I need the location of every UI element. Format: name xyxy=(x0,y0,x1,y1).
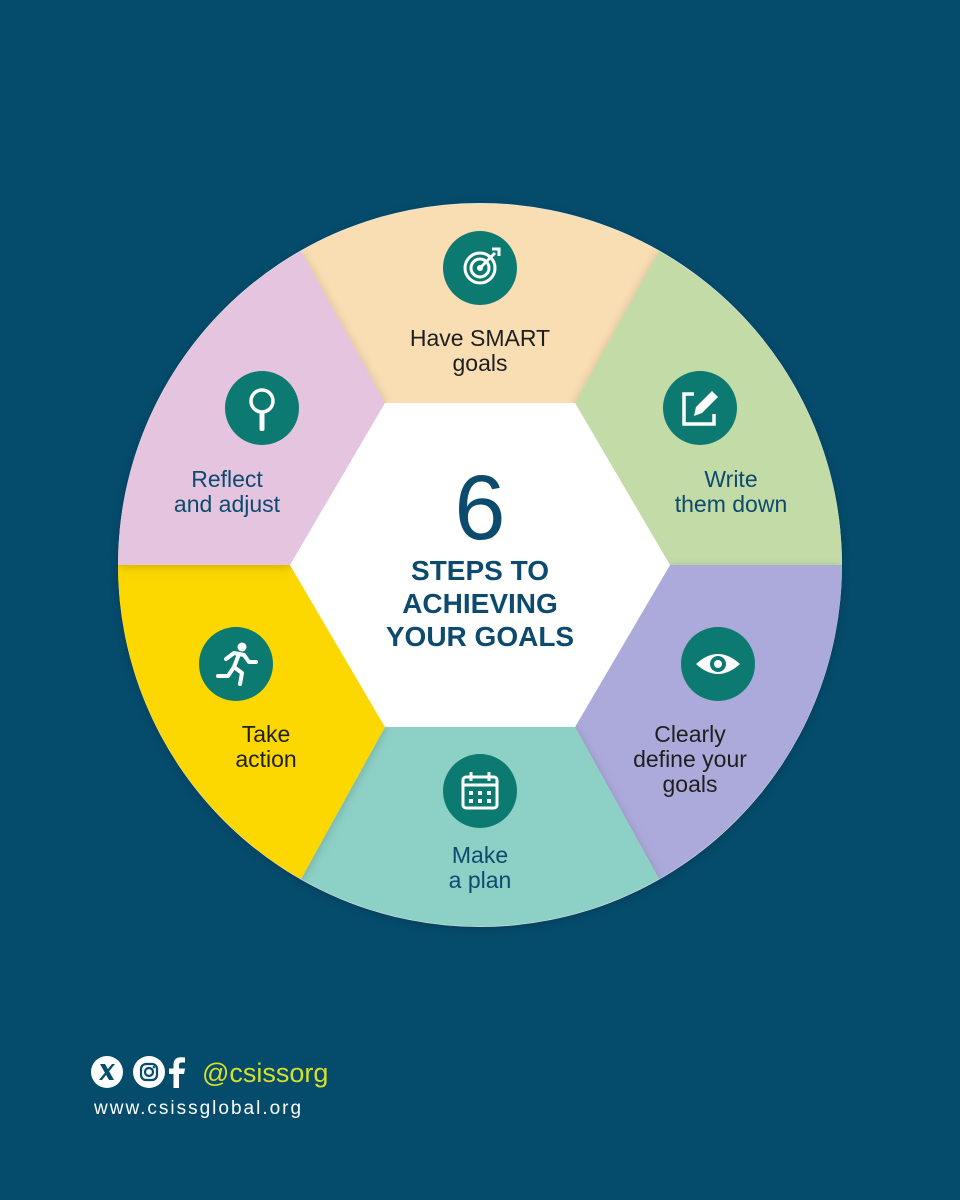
center-title-line-2: ACHIEVING xyxy=(402,588,558,619)
step-label-reflect-adjust: Reflect and adjust xyxy=(107,467,347,517)
x-icon[interactable] xyxy=(90,1055,124,1089)
step-2-line-1: Write xyxy=(704,466,758,492)
step-3-line-3: goals xyxy=(662,771,718,797)
edit-icon xyxy=(663,371,737,445)
step-5-line-2: action xyxy=(235,746,297,772)
facebook-icon[interactable] xyxy=(166,1055,188,1089)
step-label-write-down: Write them down xyxy=(611,467,851,517)
step-1-line-1: Have SMART xyxy=(409,325,551,351)
step-label-make-plan: Make a plan xyxy=(360,843,600,893)
center-title-line-3: YOUR GOALS xyxy=(385,621,575,652)
magnifier-icon xyxy=(225,371,299,445)
step-5-line-1: Take xyxy=(241,721,291,747)
step-label-take-action: Take action xyxy=(146,722,386,772)
segment-define-goals xyxy=(575,565,842,879)
step-4-line-2: a plan xyxy=(448,867,512,893)
step-6-line-1: Reflect xyxy=(191,466,263,492)
step-3-line-1: Clearly xyxy=(654,721,726,747)
center-hexagon xyxy=(290,403,670,727)
step-1-line-2: goals xyxy=(452,350,508,376)
instagram-icon[interactable] xyxy=(132,1055,166,1089)
step-4-line-1: Make xyxy=(451,842,509,868)
step-6-line-2: and adjust xyxy=(173,491,281,517)
social-handle[interactable]: @csissorg xyxy=(202,1058,329,1088)
website-url[interactable]: www.csissglobal.org xyxy=(94,1098,304,1119)
step-label-smart-goals: Have SMART goals xyxy=(360,326,600,376)
center-title: STEPS TO ACHIEVING YOUR GOALS xyxy=(330,554,630,653)
eye-icon xyxy=(681,627,755,701)
running-person-icon xyxy=(199,627,273,701)
calendar-icon xyxy=(443,754,517,828)
step-3-line-2: define your xyxy=(633,746,747,772)
step-label-define-goals: Clearly define your goals xyxy=(570,722,810,797)
center-number: 6 xyxy=(454,457,506,559)
step-2-line-2: them down xyxy=(674,491,788,517)
center-title-line-1: STEPS TO xyxy=(411,555,549,586)
segment-take-action xyxy=(118,565,385,879)
target-icon xyxy=(443,231,517,305)
